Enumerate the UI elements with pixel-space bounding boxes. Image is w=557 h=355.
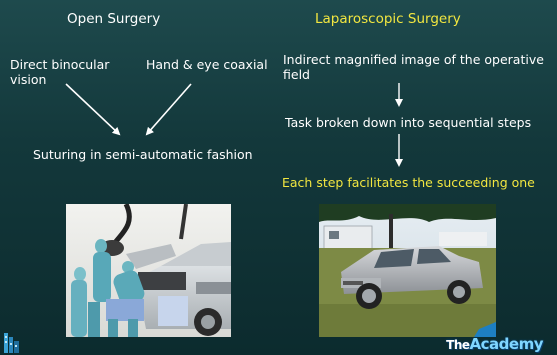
surgeons-car-illustration xyxy=(66,204,231,337)
indirect-image-text-line1: Indirect magnified image of the operativ… xyxy=(283,52,544,67)
succeeding-step-text: Each step facilitates the succeeding one xyxy=(282,175,535,190)
indirect-image-text-line2: field xyxy=(283,67,310,82)
brand-academy-text: Academy xyxy=(469,335,544,353)
open-surgery-heading: Open Surgery xyxy=(67,11,161,27)
photo-surgeons-open-hood xyxy=(66,204,231,337)
suturing-text: Suturing in semi-automatic fashion xyxy=(33,147,253,162)
the-academy-logo: TheAcademy xyxy=(446,335,543,353)
arrow-coaxial-to-suturing xyxy=(145,83,192,136)
silver-car-illustration xyxy=(319,204,496,337)
binocular-vision-text-line1: Direct binocular xyxy=(10,57,110,72)
hand-eye-coaxial-text: Hand & eye coaxial xyxy=(146,57,268,72)
sequential-steps-text: Task broken down into sequential steps xyxy=(285,115,532,130)
brand-the-text: The xyxy=(446,338,470,352)
laparoscopic-surgery-heading: Laparoscopic Surgery xyxy=(315,11,461,27)
building-logo-icon xyxy=(4,333,19,353)
photo-silver-car-field xyxy=(319,204,496,337)
binocular-vision-text-line2: vision xyxy=(10,72,47,87)
arrow-binocular-to-suturing xyxy=(65,83,121,136)
